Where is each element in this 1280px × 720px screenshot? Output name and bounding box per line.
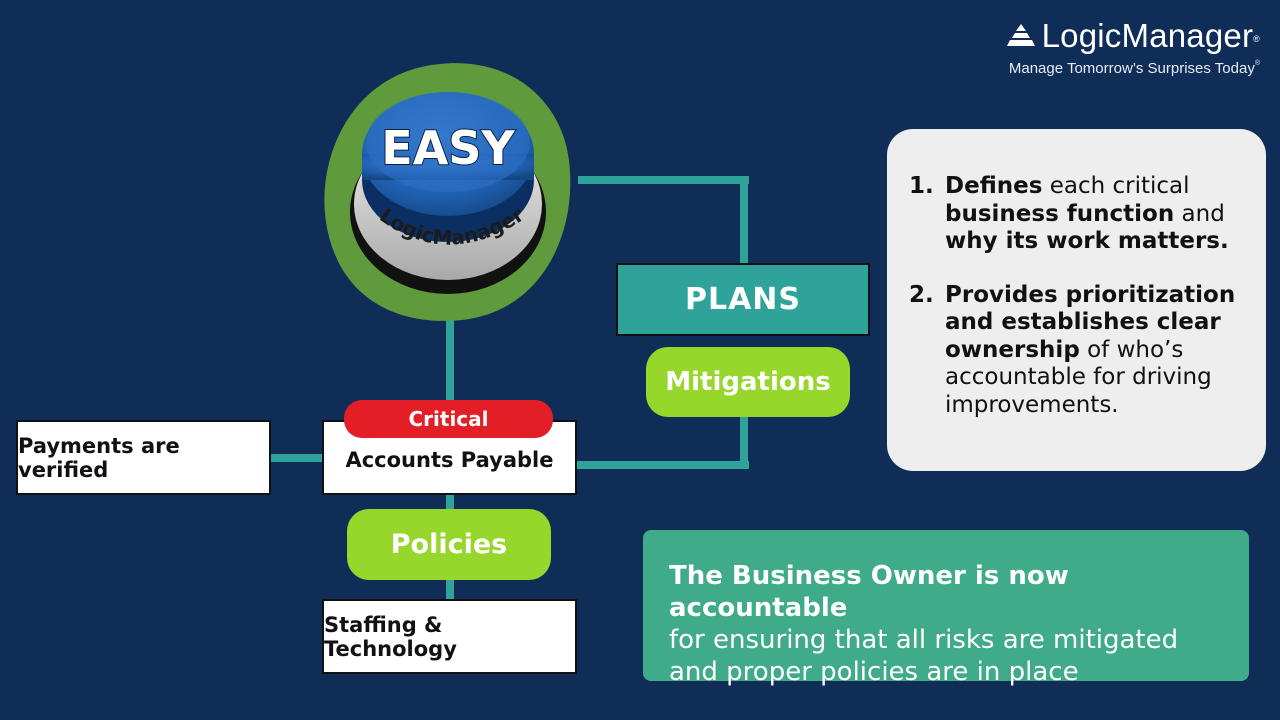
connector-policies-to-staffing [446, 578, 454, 601]
logo-tagline-mark: ® [1254, 60, 1260, 67]
card-item-2: 2. Provides prioritization and establish… [909, 282, 1242, 420]
logo-trademark: ® [1253, 34, 1260, 44]
staffing-technology-box: Staffing & Technology [322, 599, 577, 674]
connector-easy-to-plans-v [740, 176, 748, 265]
business-owner-callout: The Business Owner is now accountable fo… [643, 530, 1249, 687]
card-item-1-number: 1. [909, 173, 934, 199]
policies-pill: Policies [347, 509, 551, 580]
plans-box: PLANS [616, 263, 870, 336]
callout-headline: The Business Owner is now accountable [669, 561, 1069, 623]
easy-label: EASY [381, 121, 515, 175]
mitigations-label: Mitigations [665, 367, 831, 397]
critical-badge-label: Critical [408, 407, 489, 431]
connector-ap-to-policies [446, 493, 454, 511]
accounts-payable-label: Accounts Payable [345, 447, 554, 472]
critical-badge: Critical [344, 400, 553, 438]
connector-ap-to-mitigations-v [740, 416, 748, 469]
plans-label: PLANS [684, 282, 802, 317]
payments-verified-box: Payments are verified [16, 420, 271, 495]
policies-label: Policies [390, 529, 508, 560]
logicmanager-logo: LogicManager® Manage Tomorrow’s Surprise… [1006, 14, 1260, 77]
logo-tagline: Manage Tomorrow’s Surprises Today [1008, 60, 1255, 77]
connector-payments-to-ap [270, 454, 324, 462]
logo-brand-text: LogicManager [1041, 17, 1254, 54]
card-item-2-text: Provides prioritization and establishes … [945, 281, 1236, 418]
card-item-1: 1. Defines each critical business functi… [909, 173, 1242, 256]
easy-button-graphic: EASY LogicManager [322, 62, 572, 322]
payments-verified-label: Payments are verified [18, 433, 180, 482]
card-item-2-number: 2. [909, 281, 934, 308]
mitigations-pill: Mitigations [646, 347, 850, 417]
connector-ap-to-mitigations-h [575, 461, 749, 469]
connector-easy-to-ap [446, 318, 454, 404]
info-card: 1. Defines each critical business functi… [887, 129, 1266, 471]
connector-easy-to-plans-h [578, 176, 749, 184]
callout-body: for ensuring that all risks are mitigate… [669, 625, 1179, 687]
staffing-technology-label: Staffing & Technology [324, 612, 457, 661]
pyramid-icon [1006, 24, 1035, 46]
card-item-1-text: Defines each critical business function … [945, 173, 1229, 254]
